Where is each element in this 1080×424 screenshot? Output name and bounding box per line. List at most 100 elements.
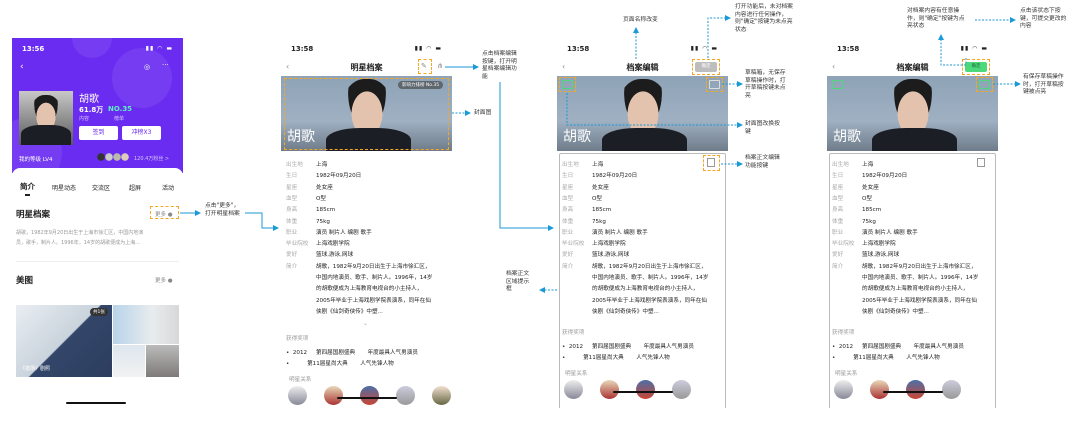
info-row: 简介胡歌，1982年9月20日出生于上海市徐汇区， [562,262,706,273]
annotation-cover: 封面图 [474,110,492,116]
info-value: 上海 [592,162,604,168]
info-value: 演员 制片人 编剧 歌手 [316,229,372,236]
profile-body-box [829,153,996,408]
gallery-thumb[interactable] [113,345,145,377]
info-label: 毕业院校 [286,241,309,248]
gallery-main-image[interactable]: 共1张 《猎场》剧照 [16,305,112,377]
info-row: 星座处女座 [562,183,609,194]
relation-avatar[interactable] [600,380,619,400]
body-edit-icon[interactable] [977,158,985,167]
rank-badge[interactable]: 影响力排榜 No.35 [398,81,444,89]
star-name: 胡歌 [79,94,99,105]
back-icon[interactable]: ‹ [286,62,290,71]
draft-box-icon[interactable] [709,80,720,89]
cover-change-icon[interactable] [562,80,573,89]
relation-avatar[interactable] [360,386,379,406]
profile-section-title: 明星档案 [16,210,51,220]
star-photo-suit [602,128,687,151]
back-icon[interactable]: ‹ [562,62,566,71]
relation-avatar[interactable] [672,380,691,400]
more-icon[interactable]: ··· [162,61,169,69]
confirm-button[interactable]: 确定 [695,62,717,72]
award-item: • 第11届星尚大典 人气先锋人物 [286,361,394,368]
edit-icon[interactable]: ✎ [421,62,427,70]
home-indicator [337,397,397,400]
relation-avatar[interactable] [564,380,583,400]
gallery-more-link[interactable]: 更多 ● [155,278,173,284]
draft-highlight [976,77,993,92]
info-value: 篮球,游泳,网球 [862,252,900,259]
fan-avatars [97,153,132,161]
info-label: 生日 [832,173,844,180]
boost-button[interactable]: 冲榜X3 [122,126,161,140]
bio-line: 侠剧《仙剑奇侠传》中塑... [862,308,929,315]
status-icons: ▮▮ ◠ ▬ [960,45,988,52]
content-count: 61.8万 [79,106,104,114]
relation-avatar[interactable] [432,386,451,406]
info-row: 爱好篮球,游泳,网球 [286,250,353,261]
info-value: 1982年09月20日 [862,173,908,180]
info-value: 上海戏剧学院 [316,241,350,248]
award-item: • 第11届星尚大典 人气先锋人物 [562,355,670,362]
annotation-body-area: 档案正文 区域提示 框 [506,271,530,292]
info-value: 1982年09月20日 [316,173,362,180]
tab-events[interactable]: 活动 [162,185,175,192]
info-row: 简介胡歌，1982年9月20日出生于上海市徐汇区， [832,262,976,273]
relation-avatar[interactable] [942,380,961,400]
relation-avatar[interactable] [906,380,925,400]
info-value: 75kg [862,218,876,225]
back-icon[interactable]: ‹ [832,62,836,71]
gallery-thumb[interactable] [146,345,179,377]
checkin-button[interactable]: 签到 [79,126,118,140]
confirm-highlight [692,59,720,75]
back-icon[interactable]: ‹ [20,62,24,72]
share-icon[interactable]: ⋔ [437,62,443,70]
relation-avatar[interactable] [870,380,889,400]
confirm-button[interactable]: 确定 [965,62,987,72]
relation-avatar[interactable] [324,386,343,406]
info-row: 毕业院校上海戏剧学院 [562,239,626,250]
body-edit-icon[interactable] [707,158,715,167]
info-label: 爱好 [832,252,844,259]
share-icon[interactable]: ◎ [144,63,151,71]
profile-more-link[interactable]: 更多 ● [155,212,173,218]
content-label: 内容 [79,116,90,122]
info-label: 生日 [562,173,574,180]
info-label: 身高 [562,207,574,214]
relation-avatar[interactable] [834,380,853,400]
draft-box-icon[interactable] [979,80,990,89]
expand-chevron-icon[interactable]: ⌄ [363,320,369,328]
relation-avatar[interactable] [288,386,307,406]
cover-change-icon[interactable] [832,80,843,89]
confirm-highlight [962,59,990,75]
tab-screen[interactable]: 超屏 [129,185,142,192]
info-row: 毕业院校上海戏剧学院 [286,239,350,250]
bio-line: 侠剧《仙剑奇侠传》中塑... [316,308,383,315]
tab-intro[interactable]: 简介 [20,182,35,191]
info-value: O型 [592,195,602,202]
fans-count[interactable]: 120.4万粉丝 > [134,156,170,162]
awards-title: 获得奖项 [562,330,585,337]
gallery-thumb[interactable] [113,305,179,344]
tab-star-news[interactable]: 明星动态 [52,185,77,192]
tab-community[interactable]: 交流区 [92,185,111,192]
info-label: 身高 [286,207,298,214]
awards-title: 获得奖项 [832,330,855,337]
bio-line: 中国内地演员、歌手、制片人。1996年，14岁 [316,275,433,281]
body-edit-highlight [703,155,720,171]
info-value: 185cm [316,207,336,214]
gallery-section-title: 美图 [16,276,34,286]
status-time: 13:56 [22,45,45,53]
info-row: 职业演员 制片人 编剧 歌手 [286,228,372,239]
relation-avatar[interactable] [636,380,655,400]
rank-value[interactable]: NO.35 [108,105,133,113]
relations-title: 明星关系 [565,371,588,378]
relation-avatar[interactable] [396,386,415,406]
cover-name: 胡歌 [833,129,861,145]
info-label: 简介 [562,263,574,270]
info-label: 星座 [562,184,574,191]
